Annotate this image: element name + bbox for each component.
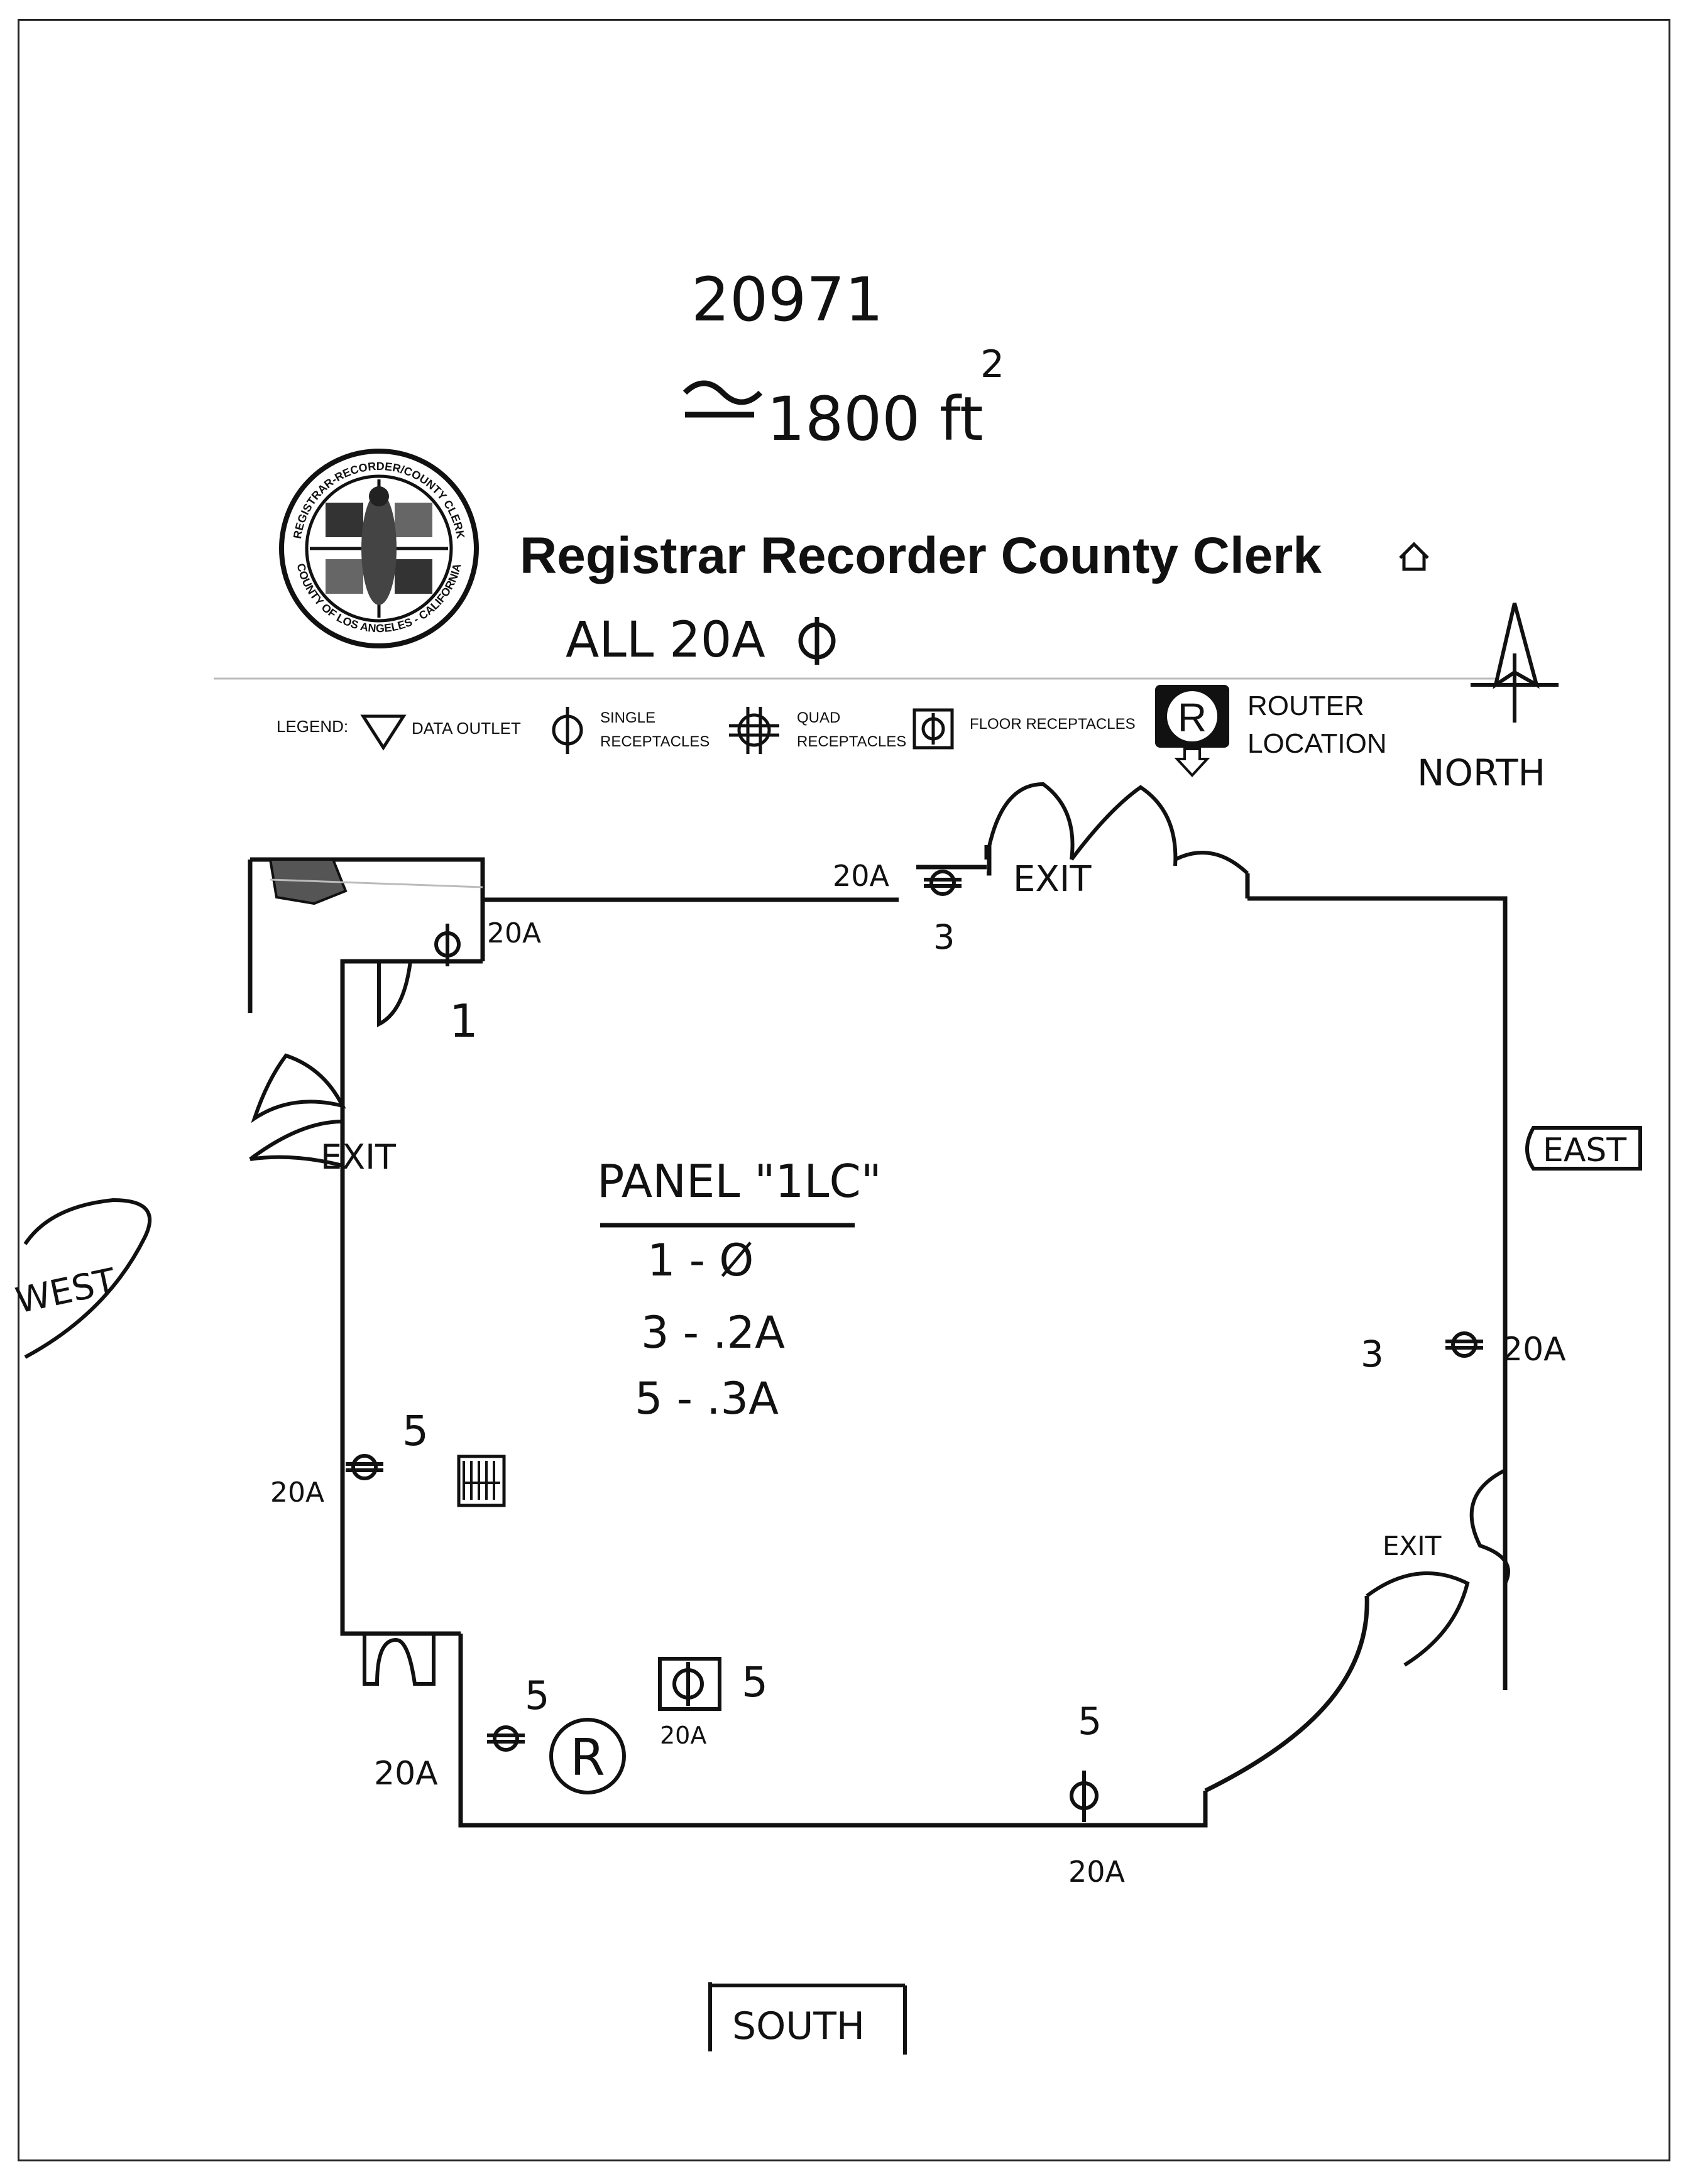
- legend-item-quad-2: RECEPTACLES: [797, 733, 906, 750]
- area-value: 1800 ft: [767, 384, 984, 454]
- panel-schedule: PANEL "1LC" 1 - Ø 3 - .2A 5 - .3A: [597, 1155, 882, 1424]
- county-seal: REGISTRAR-RECORDER/COUNTY CLERK COUNTY O…: [279, 449, 479, 648]
- page-border: [18, 19, 1670, 2161]
- compass-east-box: EAST: [1525, 1126, 1642, 1171]
- duplex-receptacle-icon: [487, 1725, 525, 1752]
- quad-receptacle-icon: [729, 707, 779, 754]
- exit-label-north: EXIT: [1013, 859, 1092, 900]
- nw-amp: 20A: [487, 917, 541, 949]
- sw-amp: 20A: [374, 1755, 438, 1793]
- sw-circuit: 5: [525, 1673, 549, 1718]
- floor-plan-walls: [248, 845, 1508, 1828]
- nw-counter: [268, 858, 483, 905]
- w-amp: 20A: [270, 1477, 324, 1509]
- duplex-receptacle-icon: [1445, 1331, 1483, 1358]
- home-icon: [1399, 542, 1429, 571]
- duplex-receptacle-icon: [924, 870, 962, 896]
- north-receptacle: 20A 3: [833, 859, 962, 957]
- e-circuit: 3: [1361, 1333, 1384, 1375]
- compass-south-box: SOUTH: [708, 1982, 907, 2055]
- s-circuit: 5: [1078, 1700, 1102, 1744]
- compass-east: EAST: [1543, 1132, 1626, 1169]
- compass-west: WEST: [12, 1261, 119, 1322]
- single-receptacle-icon: [434, 924, 461, 966]
- approx-icon: [682, 380, 763, 418]
- legend-item-data-outlet: DATA OUTLET: [412, 719, 521, 738]
- legend: LEGEND: DATA OUTLET SINGLE RECEPTACLES Q…: [277, 685, 1387, 777]
- legend-item-single-2: RECEPTACLES: [600, 733, 710, 750]
- single-receptacle-icon: [1070, 1771, 1099, 1822]
- floor-receptacle-icon: [913, 708, 954, 750]
- duplex-receptacle-icon: [346, 1454, 383, 1480]
- sw-receptacle: 20A 5 R: [374, 1673, 626, 1794]
- floor-box-icon: [457, 1455, 506, 1507]
- data-outlet-icon: [360, 714, 407, 751]
- w-circuit: 5: [402, 1407, 429, 1455]
- s-amp: 20A: [1068, 1855, 1126, 1889]
- floor-circuit: 5: [742, 1658, 768, 1706]
- floor-receptacle-icon: [658, 1657, 721, 1711]
- n-circuit: 3: [933, 917, 955, 957]
- south-receptacle: 5 20A: [1068, 1700, 1126, 1889]
- compass-south: SOUTH: [732, 2004, 865, 2048]
- e-amp: 20A: [1502, 1331, 1566, 1368]
- exit-label-east: EXIT: [1383, 1531, 1442, 1561]
- east-receptacle: 3 20A: [1361, 1331, 1566, 1375]
- area-superscript: 2: [980, 342, 1004, 386]
- nw-receptacle: 20A 1: [434, 917, 541, 1047]
- compass-north: NORTH: [1417, 751, 1545, 794]
- legend-item-floor: FLOOR RECEPTACLES: [970, 716, 1136, 733]
- north-arrow-icon: [1471, 603, 1559, 723]
- door-swings: [249, 782, 1510, 1686]
- nw-circuit: 1: [449, 995, 478, 1047]
- exit-label-west: EXIT: [321, 1137, 397, 1177]
- compass-west-box: WEST: [12, 1198, 152, 1359]
- west-receptacle: 20A 5: [270, 1407, 506, 1509]
- legend-item-quad-1: QUAD: [797, 709, 840, 726]
- job-number: 20971: [691, 265, 883, 335]
- n-amp: 20A: [833, 859, 890, 893]
- single-receptacle-icon: [552, 707, 583, 754]
- panel-line-3: 5 - .3A: [635, 1373, 779, 1424]
- legend-item-router-2: LOCATION: [1247, 728, 1387, 759]
- legend-item-router-1: ROUTER: [1247, 691, 1364, 721]
- router-icon: R: [549, 1718, 626, 1794]
- router-icon: R: [1155, 685, 1229, 777]
- legend-label: LEGEND:: [277, 717, 348, 736]
- router-glyph-plan: R: [570, 1728, 605, 1787]
- panel-line-1: 1 - Ø: [647, 1235, 754, 1286]
- all-circuits-note: ALL 20A: [566, 612, 765, 669]
- router-glyph: R: [1178, 695, 1207, 740]
- floor-amp: 20A: [660, 1722, 706, 1749]
- floor-receptacle-plan: 5 20A: [658, 1657, 768, 1749]
- legend-item-single-1: SINGLE: [600, 709, 655, 726]
- page-title: Registrar Recorder County Clerk: [520, 527, 1322, 584]
- panel-line-2: 3 - .2A: [641, 1307, 785, 1358]
- panel-title: PANEL "1LC": [597, 1155, 882, 1208]
- single-receptacle-icon: [798, 617, 836, 665]
